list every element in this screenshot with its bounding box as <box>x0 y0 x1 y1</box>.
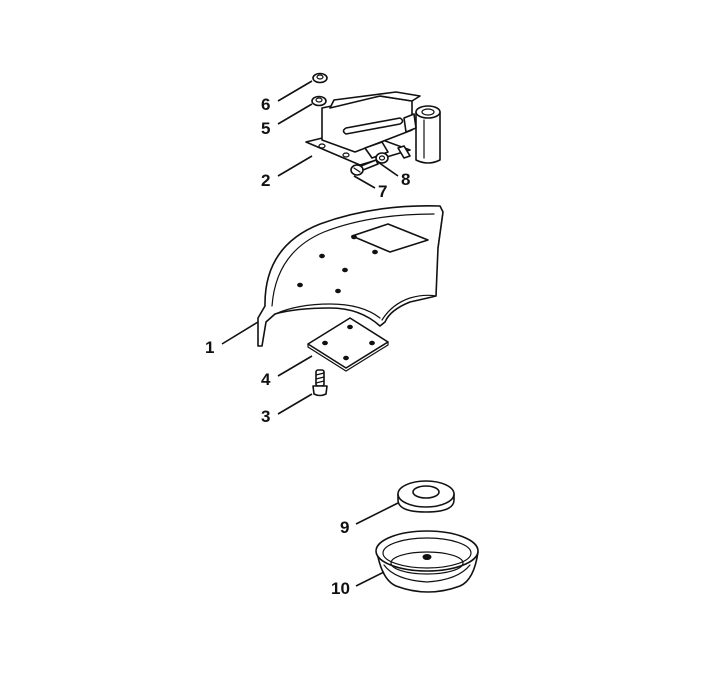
leader-5 <box>277 103 313 125</box>
part-4-plate <box>307 317 389 372</box>
part-1-guard <box>257 205 444 347</box>
leader-1 <box>221 321 259 345</box>
part-9-ring <box>397 480 455 513</box>
part-6-nut <box>312 72 328 84</box>
callout-4: 4 <box>261 370 271 389</box>
leader-lines <box>221 80 399 587</box>
part-3-screw <box>312 369 328 397</box>
callout-6: 6 <box>261 95 270 114</box>
part-7-bolt <box>350 159 379 176</box>
leader-7 <box>353 175 376 189</box>
leader-9 <box>355 502 399 525</box>
leader-10 <box>355 571 385 587</box>
callout-2: 2 <box>261 171 270 190</box>
part-2-bracket <box>305 91 441 166</box>
callout-10: 10 <box>331 579 350 598</box>
callout-7: 7 <box>378 182 387 201</box>
part-8-nut <box>375 152 389 164</box>
part-5-washer <box>311 95 327 107</box>
leader-3 <box>277 393 313 415</box>
callout-labels: 6 5 2 7 8 1 4 3 9 10 <box>205 95 410 598</box>
leader-6 <box>277 80 313 102</box>
leader-4 <box>277 355 313 377</box>
part-10-cup <box>375 530 479 593</box>
callout-1: 1 <box>205 338 214 357</box>
callout-3: 3 <box>261 407 270 426</box>
callout-5: 5 <box>261 119 270 138</box>
callout-9: 9 <box>340 518 349 537</box>
leader-2 <box>277 155 313 177</box>
leader-8 <box>377 161 399 177</box>
callout-8: 8 <box>401 170 410 189</box>
